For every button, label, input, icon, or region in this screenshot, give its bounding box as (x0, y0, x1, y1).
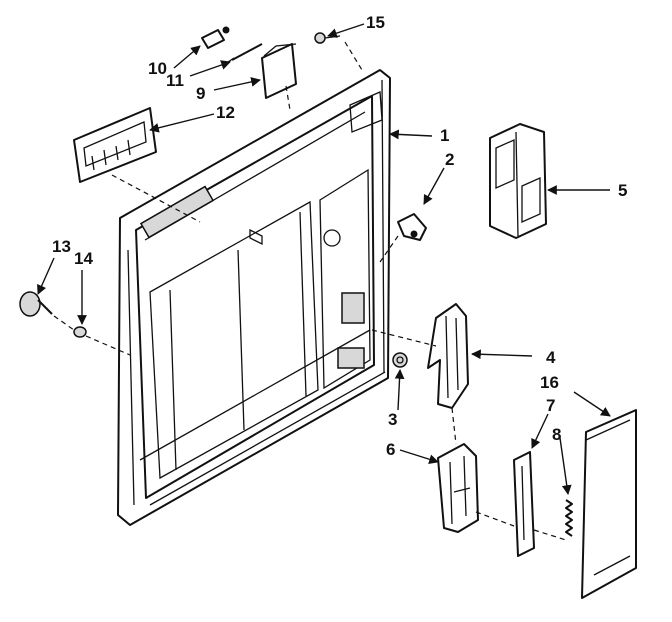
latch-assembly-upper (427, 303, 469, 409)
callout-9: 9 (196, 84, 205, 103)
callout-2: 2 (445, 150, 454, 169)
latch-cover (261, 43, 297, 99)
callout-1: 1 (440, 126, 449, 145)
callout-5: 5 (618, 181, 627, 200)
spring (565, 499, 573, 537)
callout-10: 10 (148, 59, 167, 78)
callout-13: 13 (52, 237, 71, 256)
screw (314, 32, 341, 44)
callout-12: 12 (216, 103, 235, 122)
knob (19, 291, 53, 317)
callout-15: 15 (366, 13, 385, 32)
bushing (392, 352, 408, 368)
callout-4: 4 (546, 348, 556, 367)
callout-14: 14 (74, 249, 93, 268)
handle-bracket (73, 107, 157, 183)
actuator-arm (513, 451, 535, 557)
clip (201, 26, 230, 49)
washer (73, 326, 87, 338)
pin (227, 43, 263, 63)
callout-6: 6 (386, 440, 395, 459)
callout-7: 7 (546, 396, 555, 415)
latch-assembly-lower (437, 443, 479, 533)
latch-housing (489, 123, 547, 239)
callout-3: 3 (388, 410, 397, 429)
inner-door-panel (117, 69, 391, 526)
callout-11: 11 (166, 71, 184, 90)
callout-8: 8 (552, 425, 561, 444)
side-panel (581, 409, 637, 599)
hinge-clip (397, 213, 427, 241)
callout-16: 16 (540, 373, 559, 392)
